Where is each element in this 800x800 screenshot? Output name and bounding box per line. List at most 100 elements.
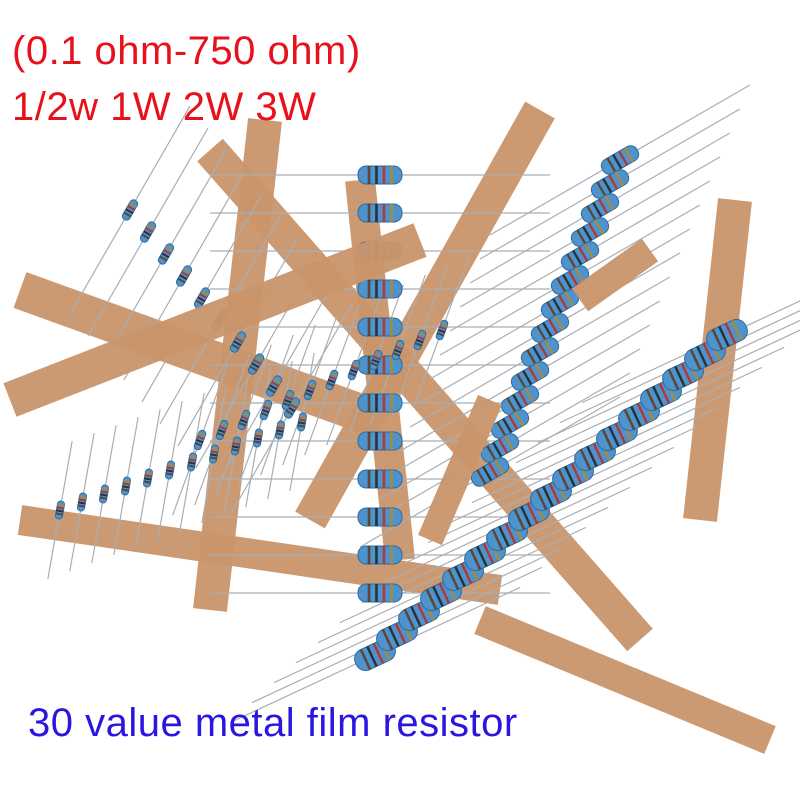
color-band [382,432,386,450]
resistor-body [357,393,403,413]
color-band [593,219,605,235]
color-band [232,442,240,446]
color-band [596,181,607,197]
color-band [271,381,280,387]
resistor-body [530,313,570,343]
color-band [447,568,460,590]
color-band [231,343,240,350]
resistor-body [590,169,630,199]
color-band [283,398,292,404]
color-band [166,469,174,473]
color-band [375,166,378,184]
color-band [588,222,599,238]
color-band [382,204,386,222]
color-band [276,426,284,430]
resistor [391,339,405,361]
color-band [382,318,386,336]
color-band [144,474,152,478]
color-band [163,249,172,255]
resistor [706,318,748,352]
color-band [496,421,507,437]
color-band [177,277,186,284]
color-band [538,342,549,358]
color-band [502,418,513,434]
color-band [56,506,64,510]
color-band [396,342,404,347]
color-band [372,642,385,664]
color-band [513,508,526,530]
color-band [552,298,563,314]
color-band [532,346,543,362]
resistor-body [490,409,530,439]
color-band [277,423,285,427]
resistor [120,476,132,496]
color-band [239,418,248,424]
color-band [308,382,316,387]
color-band [570,462,583,484]
color-band [189,455,197,459]
color-band [417,335,425,341]
resistor [98,484,110,504]
color-band [482,542,495,564]
color-band [275,432,283,436]
resistor-body [357,279,403,299]
color-band [99,496,107,500]
resistor [121,199,139,221]
resistor [247,353,265,375]
color-band [367,470,371,488]
resistor [413,329,427,351]
color-band [382,470,386,488]
color-band [375,394,378,412]
color-band [535,488,548,510]
color-band [260,412,269,417]
color-band [454,565,466,587]
color-band [390,166,393,184]
color-band [253,359,262,365]
resistor-body [600,145,640,175]
color-band [370,362,379,367]
resistor [296,412,308,432]
resistor [229,331,247,353]
color-band [220,422,228,427]
color-band [147,223,155,230]
color-band [526,349,537,365]
resistor [357,431,403,451]
resistor [357,583,403,603]
color-band [269,384,278,391]
color-band [608,174,619,190]
color-band [394,622,407,644]
color-band [122,482,130,486]
color-band [718,325,730,347]
color-band [297,424,305,428]
color-band [381,628,394,650]
color-band [636,402,649,424]
color-band [658,382,671,404]
color-band [592,202,603,218]
color-band [731,319,743,341]
color-band [623,408,636,430]
resistor [470,457,510,487]
resistor-body [357,507,403,527]
color-band [276,429,284,433]
resistor-body [500,385,540,415]
color-band [367,508,371,526]
color-band [373,355,381,361]
color-band [508,414,519,430]
color-band [579,448,592,470]
color-band [181,271,190,277]
color-band [439,325,447,331]
color-band [348,372,357,377]
resistor-body [706,318,748,352]
color-band [188,458,196,462]
color-band [211,447,219,451]
resistor [435,319,449,341]
color-band [425,588,438,610]
color-band [553,315,565,331]
color-band [253,440,261,444]
color-band [179,274,188,281]
color-band [375,204,378,222]
resistor-body [470,457,510,487]
color-band [546,301,557,317]
color-band [374,352,382,357]
